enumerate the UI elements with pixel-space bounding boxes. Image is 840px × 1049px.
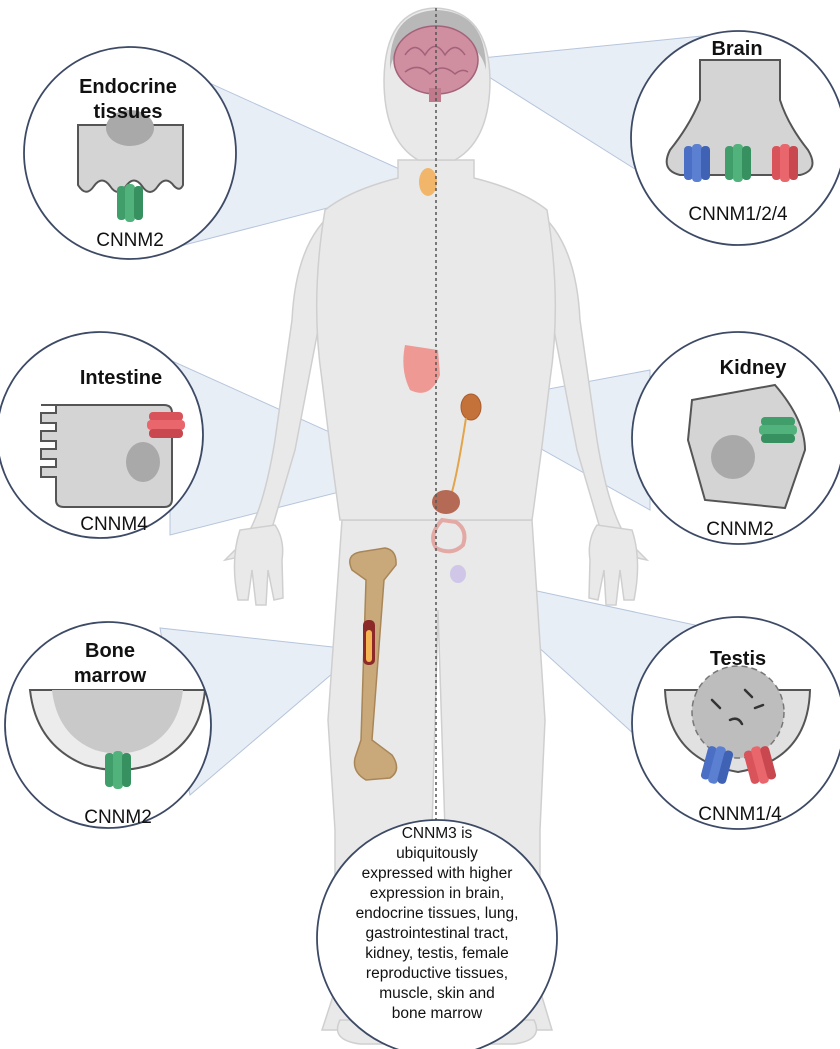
note-line-7: kidney, testis, female <box>365 945 509 962</box>
intestine-label: CNNM4 <box>80 514 148 535</box>
testis-organ <box>450 565 466 583</box>
kidney-title: Kidney <box>720 357 788 379</box>
bone-marrow-title-line2: marrow <box>74 665 147 687</box>
testis-label: CNNM1/4 <box>698 804 782 825</box>
kidney-label: CNNM2 <box>706 519 774 540</box>
endocrine-title-line2: tissues <box>94 101 163 123</box>
note-line-2: ubiquitously <box>396 845 478 862</box>
brain-label: CNNM1/2/4 <box>688 204 788 225</box>
bone-marrow-label: CNNM2 <box>84 807 152 828</box>
right-hand <box>589 525 638 605</box>
note-line-6: gastrointestinal tract, <box>365 925 508 942</box>
testis-panel: Testis CNNM1/4 <box>632 617 840 829</box>
left-hand <box>234 525 283 605</box>
cnnm3-note: CNNM3 is ubiquitously expressed with hig… <box>317 820 557 1049</box>
intestine-title: Intestine <box>80 367 162 389</box>
brain-title: Brain <box>711 38 762 60</box>
note-line-3: expressed with higher <box>362 865 513 882</box>
kidney-panel: Kidney CNNM2 <box>632 332 840 544</box>
endocrine-panel: Endocrine tissues CNNM2 <box>24 47 236 259</box>
note-line-5: endocrine tissues, lung, <box>356 905 519 922</box>
note-line-1: CNNM3 is <box>402 825 473 842</box>
intestine-panel: Intestine CNNM4 <box>0 332 203 538</box>
bone-marrow-title-line1: Bone <box>85 640 135 662</box>
testis-title: Testis <box>710 648 766 670</box>
note-line-8: reproductive tissues, <box>366 965 508 982</box>
endocrine-label: CNNM2 <box>96 230 164 251</box>
brain-panel: Brain CNNM1/2/4 <box>631 31 840 245</box>
note-line-10: bone marrow <box>392 1005 483 1022</box>
thyroid-organ <box>419 168 437 196</box>
bone-marrow-panel: Bone marrow CNNM2 <box>5 622 211 828</box>
note-line-4: expression in brain, <box>370 885 504 902</box>
endocrine-title-line1: Endocrine <box>79 76 177 98</box>
note-line-9: muscle, skin and <box>379 985 494 1002</box>
